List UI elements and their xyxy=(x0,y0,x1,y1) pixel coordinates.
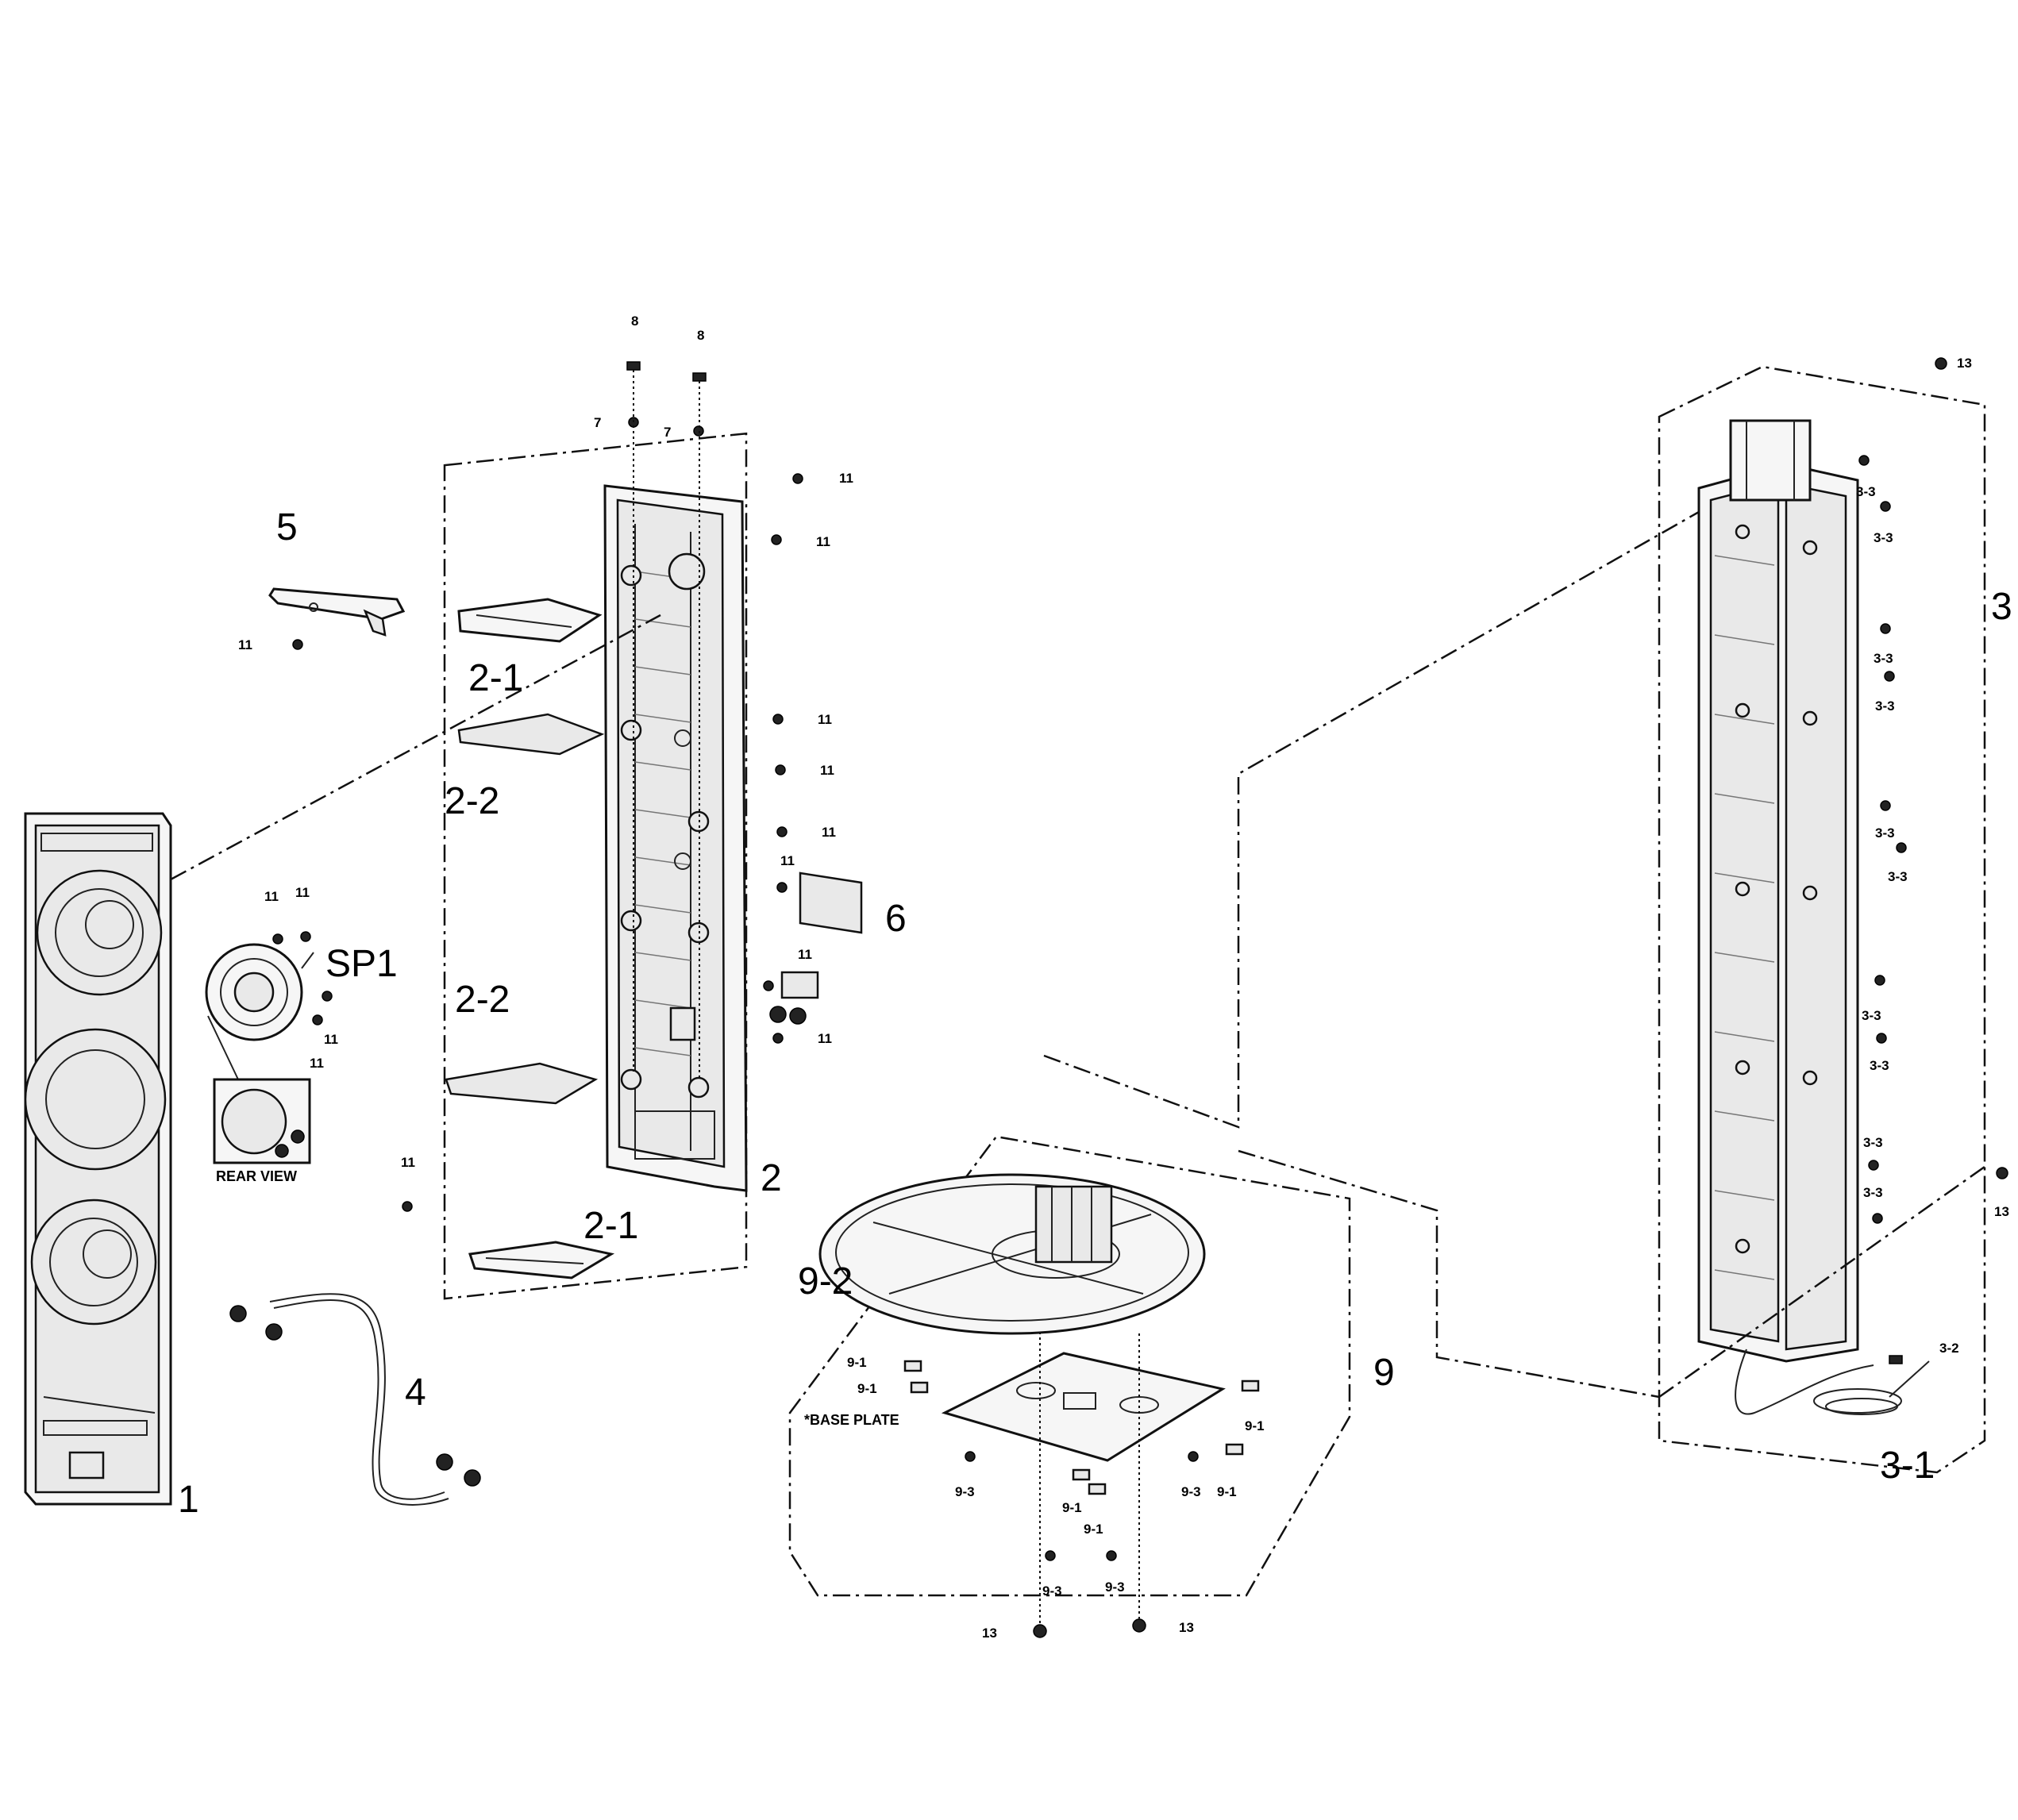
label-plate-part-6 xyxy=(799,872,863,934)
feet-9-1 xyxy=(903,1360,1260,1495)
label-11-c: 11 xyxy=(818,712,832,727)
speaker-sp1 xyxy=(205,943,314,1164)
label-9-1-f: 9-1 xyxy=(1084,1522,1103,1537)
front-panel-part-1 xyxy=(24,812,172,1506)
label-13-d: 13 xyxy=(1994,1204,2009,1219)
label-9-1-b: 9-1 xyxy=(857,1381,877,1396)
screw-13-side xyxy=(1996,1167,2008,1179)
label-part-9: 9 xyxy=(1373,1352,1395,1394)
screw-13-top xyxy=(1935,357,1947,370)
label-part-2-1-top: 2-1 xyxy=(468,657,523,699)
label-part-3-1: 3-1 xyxy=(1880,1445,1935,1487)
plate-2-2-top xyxy=(457,713,605,756)
label-part-6: 6 xyxy=(885,898,907,940)
base-part-9-2 xyxy=(818,1173,1206,1335)
wire-harness-part-4 xyxy=(229,1293,481,1506)
terminal-block xyxy=(769,971,819,1025)
sp1-screws xyxy=(272,931,333,1025)
plate-2-1-top xyxy=(457,598,603,643)
label-11-e: 11 xyxy=(822,825,836,840)
label-part-4: 4 xyxy=(405,1372,426,1414)
label-part-3-2: 3-2 xyxy=(1939,1341,1959,1356)
dashed-group-part-2 xyxy=(443,432,748,1300)
label-11-sp1-c: 11 xyxy=(324,1032,338,1047)
label-3-3-c: 3-3 xyxy=(1874,651,1893,666)
label-part-2-2-bottom: 2-2 xyxy=(455,979,510,1021)
label-9-3-b: 9-3 xyxy=(1181,1484,1201,1499)
stand-column-part-3 xyxy=(1697,419,1859,1363)
label-11-b: 11 xyxy=(816,534,830,549)
label-3-3-j: 3-3 xyxy=(1863,1185,1883,1200)
label-9-1-c: 9-1 xyxy=(1245,1418,1265,1433)
top-screws-7-8 xyxy=(626,361,707,1079)
label-9-3-c: 9-3 xyxy=(1042,1583,1062,1599)
label-11-f: 11 xyxy=(780,853,795,868)
dashed-group-part-9 xyxy=(788,1135,1351,1597)
label-11-sp1-d: 11 xyxy=(310,1056,324,1071)
label-7-b: 7 xyxy=(664,425,671,440)
label-3-3-d: 3-3 xyxy=(1875,698,1895,714)
label-3-3-f: 3-3 xyxy=(1888,869,1908,884)
label-11-sp1-a: 11 xyxy=(264,889,279,904)
label-9-1-a: 9-1 xyxy=(847,1355,867,1370)
screws-3-3 xyxy=(1858,455,1907,1224)
label-part-2-1-bottom: 2-1 xyxy=(583,1205,638,1247)
label-part-2: 2 xyxy=(761,1157,782,1199)
label-part-1: 1 xyxy=(178,1479,199,1521)
label-9-1-e: 9-1 xyxy=(1062,1500,1082,1515)
assembly-guide-lines xyxy=(170,510,1985,1399)
label-part-5: 5 xyxy=(276,506,298,548)
label-part-2-2-top: 2-2 xyxy=(445,780,499,822)
label-rear-view: REAR VIEW xyxy=(216,1168,297,1184)
rear-housing-part-2 xyxy=(603,484,748,1192)
label-3-3-h: 3-3 xyxy=(1870,1058,1889,1073)
label-11-i: 11 xyxy=(401,1155,415,1170)
label-8-b: 8 xyxy=(697,328,704,343)
label-13-a: 13 xyxy=(982,1626,997,1641)
label-8-a: 8 xyxy=(631,314,638,329)
label-sp1: SP1 xyxy=(325,943,398,985)
label-part-3: 3 xyxy=(1991,586,2012,628)
label-part-9-2: 9-2 xyxy=(798,1260,853,1302)
label-11-d: 11 xyxy=(820,763,834,778)
screws-9-3 xyxy=(965,1451,1199,1561)
label-11-sp1-b: 11 xyxy=(295,885,310,900)
base-plate xyxy=(941,1352,1226,1462)
label-11-cap: 11 xyxy=(238,637,252,652)
label-11-g: 11 xyxy=(798,947,812,962)
label-13-b: 13 xyxy=(1179,1620,1194,1635)
label-3-3-e: 3-3 xyxy=(1875,825,1895,841)
label-3-3-a: 3-3 xyxy=(1856,484,1876,499)
top-cap-part-5 xyxy=(268,587,406,650)
label-11-a: 11 xyxy=(839,471,853,486)
plate-2-1-bottom xyxy=(468,1241,615,1279)
plate-2-2-bottom xyxy=(445,1062,599,1105)
label-11-h: 11 xyxy=(818,1031,832,1046)
label-9-3-a: 9-3 xyxy=(955,1484,975,1499)
label-9-1-d: 9-1 xyxy=(1217,1484,1237,1499)
label-7-a: 7 xyxy=(594,415,601,430)
housing-screws-11 xyxy=(402,473,803,1212)
label-base-plate: *BASE PLATE xyxy=(804,1412,899,1428)
label-9-3-d: 9-3 xyxy=(1105,1580,1125,1595)
dashed-group-part-3 xyxy=(1658,365,1986,1474)
label-3-3-i: 3-3 xyxy=(1863,1135,1883,1150)
label-13-c: 13 xyxy=(1957,356,1972,371)
bottom-screws-13 xyxy=(1033,1333,1146,1638)
power-cord-part-3-1 xyxy=(1735,1349,1930,1415)
label-3-3-g: 3-3 xyxy=(1862,1008,1881,1023)
label-3-3-b: 3-3 xyxy=(1874,530,1893,545)
